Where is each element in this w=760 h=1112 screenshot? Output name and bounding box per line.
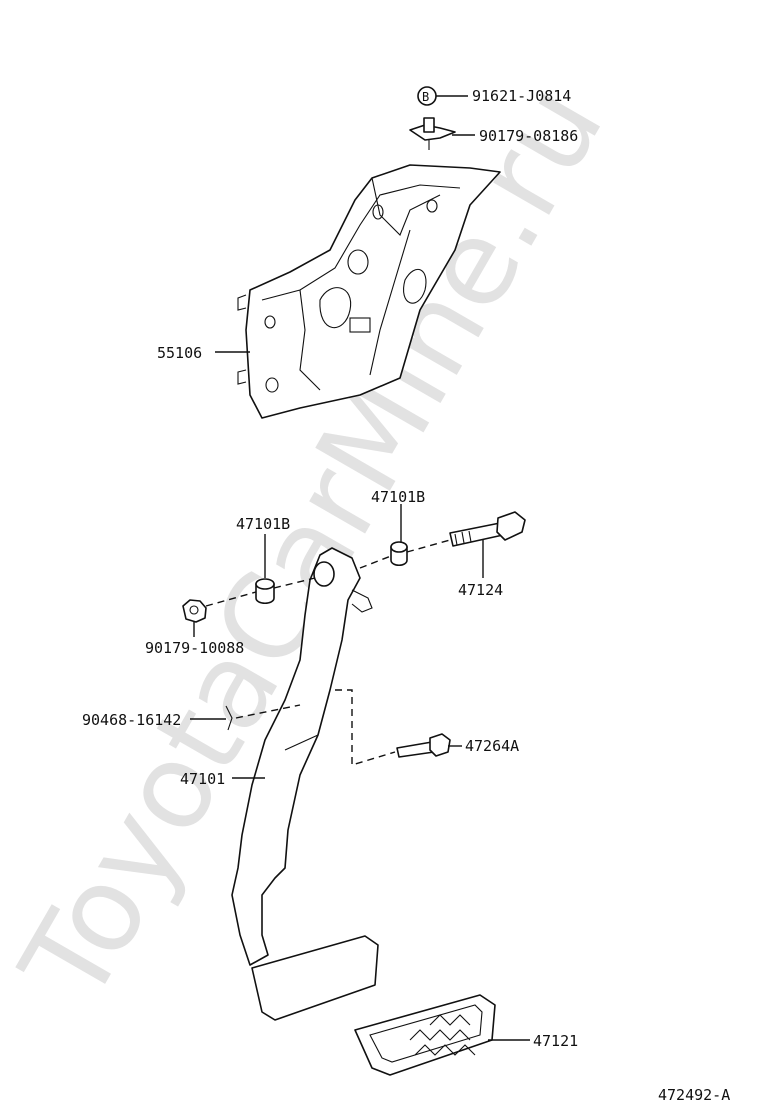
assembly-line <box>406 539 451 553</box>
part-label: 90179-10088 <box>145 639 244 657</box>
watermark: ToyotaCarMine.ru <box>0 62 630 1025</box>
part-label: 47101 <box>180 770 225 788</box>
assembly-line <box>359 555 392 569</box>
svg-text:B: B <box>422 90 429 104</box>
figure-code: 472492-A <box>658 1086 730 1104</box>
flange-nut <box>182 599 207 623</box>
part-label: 47124 <box>458 581 503 599</box>
part-label: 47121 <box>533 1032 578 1050</box>
part-label: 90179-08186 <box>479 127 578 145</box>
part-label: 90468-16142 <box>82 711 181 729</box>
bushing-right <box>390 541 408 567</box>
clip-nut <box>409 117 456 150</box>
part-label: 55106 <box>157 344 202 362</box>
pedal-pad <box>251 935 379 1021</box>
pivot-bolt <box>449 511 526 547</box>
pedal-pad-cover <box>354 994 496 1076</box>
assembly-line <box>205 591 257 607</box>
part-label: 47101B <box>371 488 425 506</box>
stop-bolt <box>396 733 451 758</box>
pedal-bracket <box>237 164 501 419</box>
brake-pedal-arm <box>231 547 373 966</box>
part-label: 47101B <box>236 515 290 533</box>
part-label: 91621-J0814 <box>472 87 571 105</box>
bushing-left <box>255 578 275 605</box>
assembly-line <box>235 704 301 719</box>
badge-b-icon: B <box>417 86 437 106</box>
part-label: 47264A <box>465 737 519 755</box>
retaining-clip <box>225 705 233 731</box>
assembly-line <box>335 689 396 766</box>
